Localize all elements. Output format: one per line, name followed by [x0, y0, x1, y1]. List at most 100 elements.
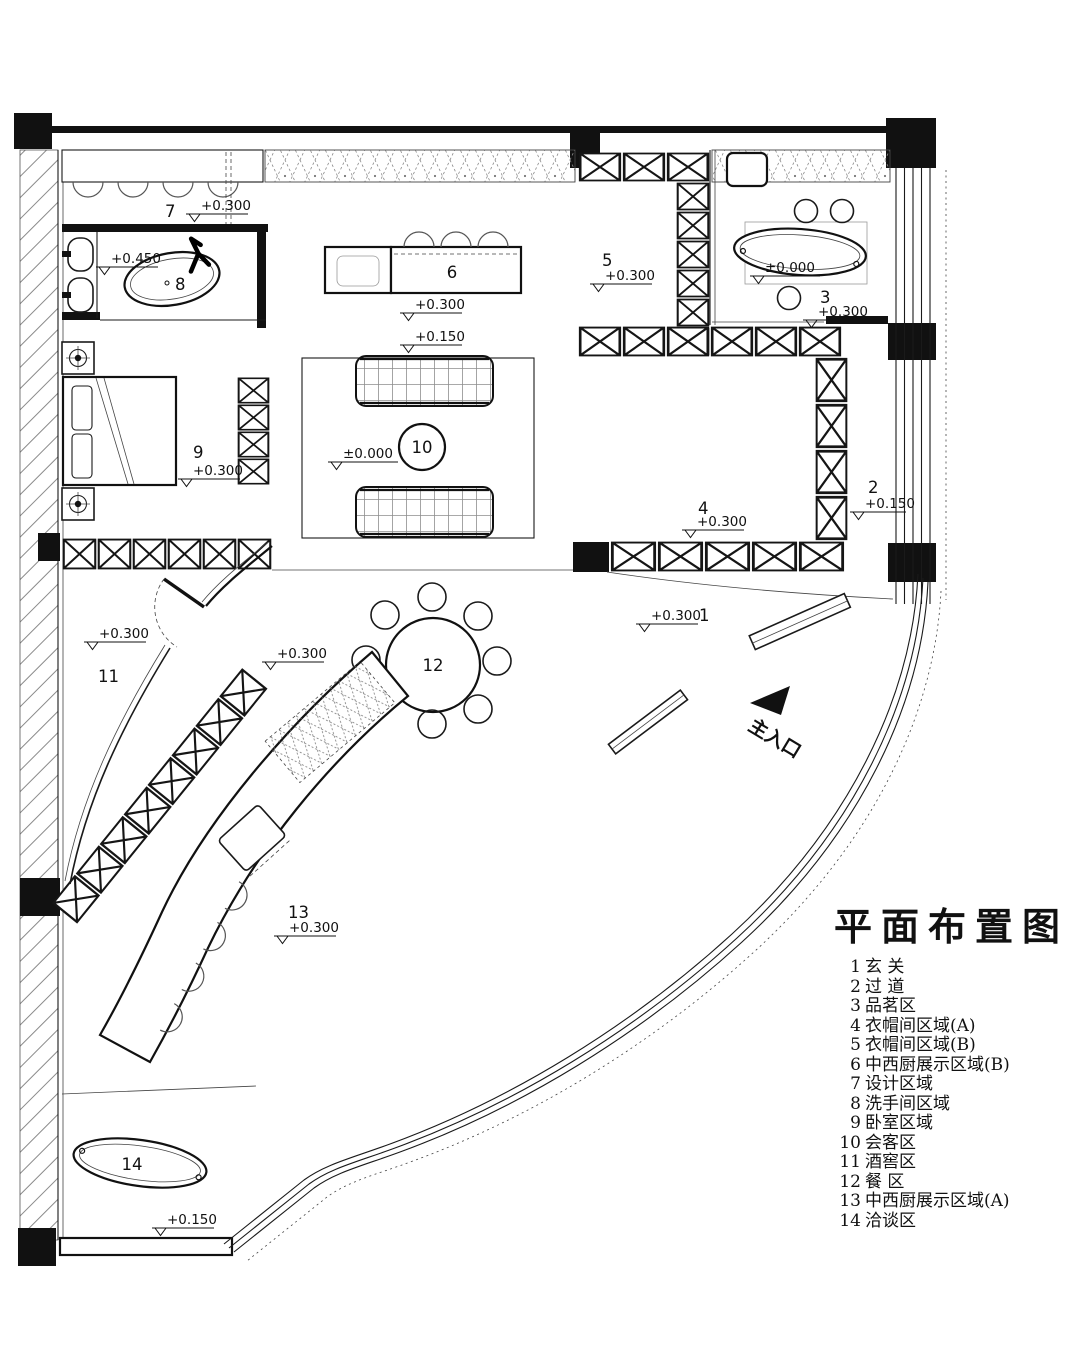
dining-chair: [463, 601, 493, 631]
svg-text:+0.150: +0.150: [865, 496, 915, 512]
legend-name: 品茗区: [865, 996, 916, 1016]
room-number-6: 6: [447, 263, 458, 282]
counter-hatched-section: [264, 660, 396, 784]
lamp: [66, 492, 90, 516]
room-number-8: 8: [175, 275, 186, 294]
svg-text:+0.150: +0.150: [415, 329, 465, 345]
legend-name: 中西厨展示区域(B): [865, 1055, 1010, 1075]
room-number-10: 10: [412, 438, 433, 457]
room-number-9: 9: [193, 443, 204, 462]
room-13-kitchen-counter: [98, 650, 410, 1064]
plan-title: 平面布置图: [834, 904, 1069, 949]
column: [14, 113, 52, 149]
svg-text:+0.150: +0.150: [167, 1212, 217, 1228]
basin: [67, 237, 94, 272]
legend-name: 酒窖区: [865, 1152, 916, 1172]
legend-name: 餐 区: [865, 1172, 904, 1192]
curved-wall: [205, 545, 273, 607]
legend-num: 11: [839, 1152, 861, 1172]
legend-num: 4: [850, 1016, 861, 1036]
legend-num: 3: [850, 996, 861, 1016]
top-wall: [48, 126, 893, 133]
entrance-arrow-icon: [750, 686, 790, 715]
dining-chair: [482, 646, 512, 676]
room-number-13: 13: [288, 903, 309, 922]
person-figure: [188, 236, 212, 274]
bottom-wall-segment: [58, 1236, 234, 1257]
datum-marker-3: ±0.000: [750, 260, 820, 285]
room-12-dining: [351, 582, 512, 739]
dining-table: [384, 616, 482, 714]
room-number-12: 12: [423, 656, 444, 675]
island-stools: [403, 231, 509, 248]
svg-text:+0.450: +0.450: [111, 251, 161, 267]
entry-sliding-door: [607, 689, 689, 755]
room-number-7: 7: [165, 202, 176, 221]
legend-num: 10: [839, 1133, 861, 1153]
room-number-2: 2: [868, 478, 879, 497]
room-8-bathroom: [62, 224, 268, 328]
island-counter: [389, 245, 523, 295]
legend-name: 过 道: [865, 977, 904, 997]
blanket-fold: [95, 377, 135, 485]
lamp: [66, 346, 90, 370]
left-hatched-wall: [19, 149, 59, 1241]
level-marker-5: +0.300: [590, 268, 655, 293]
dining-chair: [370, 600, 400, 630]
column: [888, 543, 936, 582]
legend-num: 2: [850, 977, 861, 997]
legend-name: 衣帽间区域(A): [865, 1016, 976, 1036]
legend-name: 洗手间区域: [865, 1094, 950, 1114]
svg-text:+0.300: +0.300: [277, 646, 327, 662]
appliance: [725, 151, 769, 188]
dining-chair: [463, 694, 493, 724]
door-leaf: [163, 577, 205, 609]
tap: [62, 292, 71, 298]
tap: [62, 251, 71, 257]
counter-sink: [218, 805, 291, 877]
legend: 平面布置图 1 玄 关 2 过 道 3 品茗区 4 衣帽间区域(A) 5 衣帽间…: [834, 904, 1069, 1231]
room-number-3: 3: [820, 288, 831, 307]
column: [38, 533, 60, 561]
legend-num: 9: [850, 1113, 861, 1133]
curved-glass-facade: [58, 571, 942, 1262]
room-number-11: 11: [98, 667, 119, 686]
right-window-wall: [895, 168, 947, 604]
legend-num: 5: [850, 1035, 861, 1055]
bathroom-right-wall: [257, 226, 266, 328]
level-marker-4: +0.300: [682, 514, 747, 539]
room-11-wine-cellar: [64, 541, 273, 885]
legend-num: 1: [850, 957, 861, 977]
column: [573, 542, 609, 572]
svg-text:+0.300: +0.300: [697, 514, 747, 530]
legend-name: 会客区: [865, 1133, 916, 1153]
legend-name: 玄 关: [865, 957, 904, 977]
svg-text:+0.300: +0.300: [193, 463, 243, 479]
bathroom-top-wall: [62, 224, 268, 232]
entrance-label: 主入口: [745, 715, 805, 763]
legend-name: 中西厨展示区域(A): [865, 1191, 1010, 1211]
svg-text:+0.300: +0.300: [201, 198, 251, 214]
room-number-1: 1: [699, 606, 710, 625]
column: [888, 323, 936, 360]
legend-num: 6: [850, 1055, 861, 1075]
legend-num: 7: [850, 1074, 861, 1094]
room-9-bedroom: [61, 341, 178, 521]
room-number-5: 5: [602, 251, 613, 270]
main-entrance: 主入口: [745, 686, 805, 763]
cellar-curved-wall: [69, 647, 171, 885]
svg-text:+0.300: +0.300: [651, 608, 701, 624]
room-8-dot: [164, 280, 170, 286]
legend-num: 8: [850, 1094, 861, 1114]
level-marker-7: +0.300: [186, 198, 251, 223]
bed: [61, 375, 178, 487]
column: [18, 1228, 56, 1266]
legend-num: 12: [839, 1172, 861, 1192]
legend-items: 1 玄 关 2 过 道 3 品茗区 4 衣帽间区域(A) 5 衣帽间区域(B) …: [839, 957, 1009, 1231]
basin: [67, 277, 94, 313]
level-marker-8: +0.450: [96, 251, 161, 276]
dining-chair: [417, 582, 447, 612]
cloakroom-strip-cabinets: [578, 326, 842, 357]
